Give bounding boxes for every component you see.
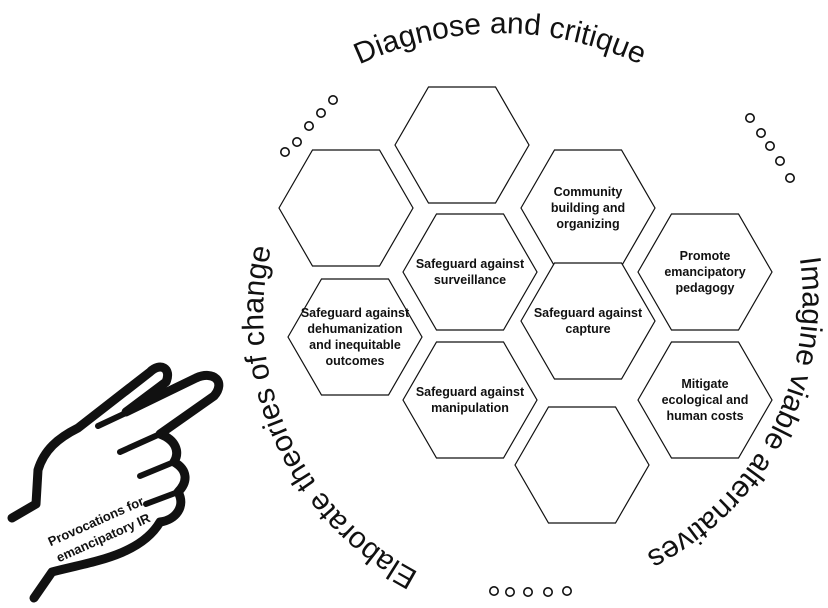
hex-manipulation	[402, 341, 538, 459]
hex-costs	[637, 341, 773, 459]
hex-capture-label: Safeguard against capture	[533, 306, 643, 336]
hex-pedagogy	[637, 213, 773, 331]
arc-label-diagnose: Diagnose and critique	[349, 7, 651, 71]
hex-top	[394, 86, 530, 204]
hex-upper-left	[278, 149, 414, 267]
hex-dehumanization	[287, 278, 423, 396]
pointing-hand-icon	[7, 362, 224, 603]
dots-upper-right	[744, 113, 795, 184]
hex-costs-label: Mitigate ecological and human costs	[661, 377, 749, 423]
hex-pedagogy-label: Promote emancipatory pedagogy	[664, 249, 746, 295]
hex-bottom	[514, 406, 650, 524]
hex-manipulation-label: Safeguard against manipulation	[415, 385, 525, 415]
hex-capture	[520, 262, 656, 380]
dots-upper-left	[279, 95, 338, 158]
dots-bottom	[488, 585, 572, 597]
hex-surveillance	[402, 213, 538, 331]
hexagon-grid	[278, 86, 773, 524]
hex-community-label: Community building and organizing	[550, 185, 626, 231]
hex-surveillance-label: Safeguard against surveillance	[415, 257, 525, 287]
hex-dehumanization-label: Safeguard against dehumanization and ine…	[300, 306, 410, 368]
